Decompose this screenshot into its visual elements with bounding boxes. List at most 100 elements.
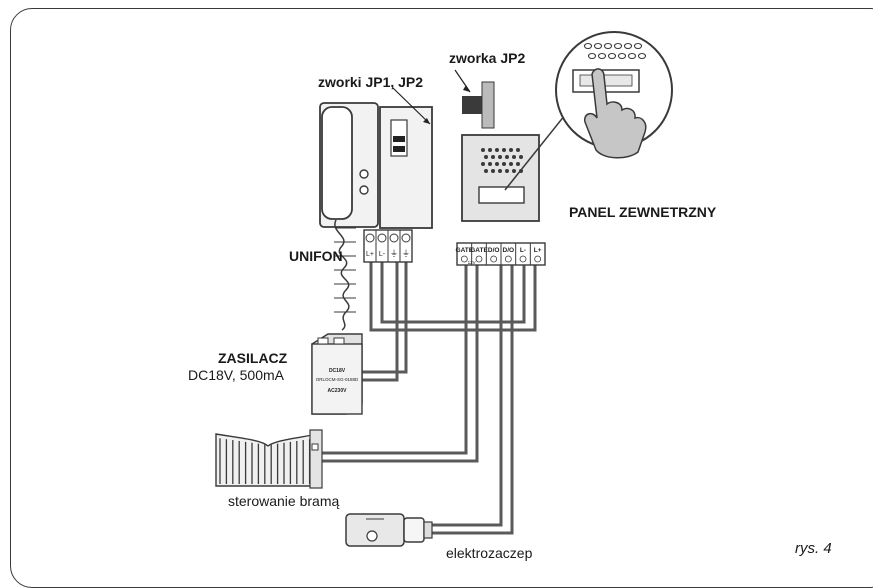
panel-housing [461,134,540,222]
strike-label: elektrozaczep [446,545,533,561]
panel-terminal-screw [504,255,512,263]
speaker-hole [516,148,520,152]
handset-unit [319,102,379,331]
zoom-speaker-hole [627,52,637,60]
psu-title-label: ZASILACZ [218,350,288,366]
wire-gate-b [318,265,479,463]
speaker-hole [498,155,502,159]
speaker-hole [495,148,499,152]
speaker-hole [491,169,495,173]
power-supply: DC18V ORLOCM-SG-0188D AC230V [311,333,363,415]
zoom-speaker-hole [613,42,623,50]
speaker-hole [512,155,516,159]
zoom-speaker-hole [623,42,633,50]
psu-input-label: AC230V [328,388,348,394]
wire-strike-a [432,265,503,527]
jumper-panel-label: zworka JP2 [449,50,526,66]
terminal-screw [365,233,375,243]
handset-button [359,169,369,179]
speaker-hole [484,169,488,173]
zoom-line [504,109,570,191]
wire-handset-lplus [369,262,537,332]
speaker-hole [519,155,523,159]
call-button [478,186,525,204]
terminal-label: L+ [366,251,374,258]
figure-number: rys. 4 [795,540,832,557]
strike-solenoid [403,517,425,543]
panel-terminal-screw [475,255,483,263]
gate-bars [219,438,311,484]
speaker-hole [509,148,513,152]
psu-output-label: DC18V [329,368,346,374]
gate-label: sterowanie bramą [228,493,340,509]
power-symbol: ⏚ [390,249,398,258]
jumper-jp2 [462,81,495,129]
handset-cord [334,219,350,331]
wire-psu-a [352,262,399,382]
panel-terminal-label: D/O [488,247,500,254]
panel-terminal-label: GATE [470,247,488,254]
psu-spec-label: DC18V, 500mA [188,367,284,383]
panel-terminal-screw [460,255,468,263]
wire-strike-b [432,265,514,535]
panel-label: PANEL ZEWNETRZNY [569,204,717,220]
zoom-speaker-hole [583,42,593,50]
zoom-detail [555,31,673,159]
speaker-hole [484,155,488,159]
jumper-cap [462,96,482,114]
speaker-hole [502,148,506,152]
wire-handset-lminus [380,262,526,324]
speaker-hole [481,148,485,152]
speaker-hole [481,162,485,166]
speaker-hole [498,169,502,173]
zoom-speaker-hole [593,42,603,50]
speaker-hole [509,162,513,166]
terminal-screw [401,233,411,243]
panel-terminal-screw [490,255,498,263]
terminal-screw [389,233,399,243]
gate-post [309,429,323,489]
wires [318,262,537,535]
arrow-jumpers [392,87,431,125]
speaker-hole [502,162,506,166]
zoom-speaker-hole [603,42,613,50]
gate-icon [215,429,323,489]
psu-model-label: ORLOCM-SG-0188D [316,377,359,382]
zoom-speaker-hole [617,52,627,60]
speaker-hole [505,169,509,173]
terminal-label: L- [379,251,386,258]
handset-label: UNIFON [289,248,343,264]
jumper-header [481,81,495,129]
door-strike-icon [345,513,433,547]
gate-voltage-label: 12V [468,260,476,265]
speaker-hole [512,169,516,173]
terminal-screw [377,233,387,243]
jumpers-unit-label: zworki JP1, JP2 [318,74,424,90]
internal-unit: L+ L- ⏚ ⏚ [363,106,433,263]
speaker-grille [481,148,523,173]
speaker-hole [488,162,492,166]
handset-button [359,185,369,195]
panel-terminal-label: D/O [503,247,515,254]
speaker-hole [495,162,499,166]
pressing-finger-icon [583,68,647,159]
power-symbol: ⏚ [402,249,410,258]
panel-terminal-label: L- [520,247,526,254]
panel-terminal-screw [534,255,542,263]
panel-terminal-label: L+ [534,247,542,254]
speaker-hole [505,155,509,159]
speaker-hole [491,155,495,159]
jumper-pin [393,146,405,152]
panel-terminal-label: GATE [456,247,474,254]
zoom-speaker-hole [633,42,643,50]
psu-body [311,343,363,415]
zoom-speaker-hole [597,52,607,60]
wire-psu-b [352,262,408,374]
speaker-hole [516,162,520,166]
handset-receiver [321,106,353,220]
zoom-speaker-hole [587,52,597,60]
panel-terminal-screw [519,255,527,263]
